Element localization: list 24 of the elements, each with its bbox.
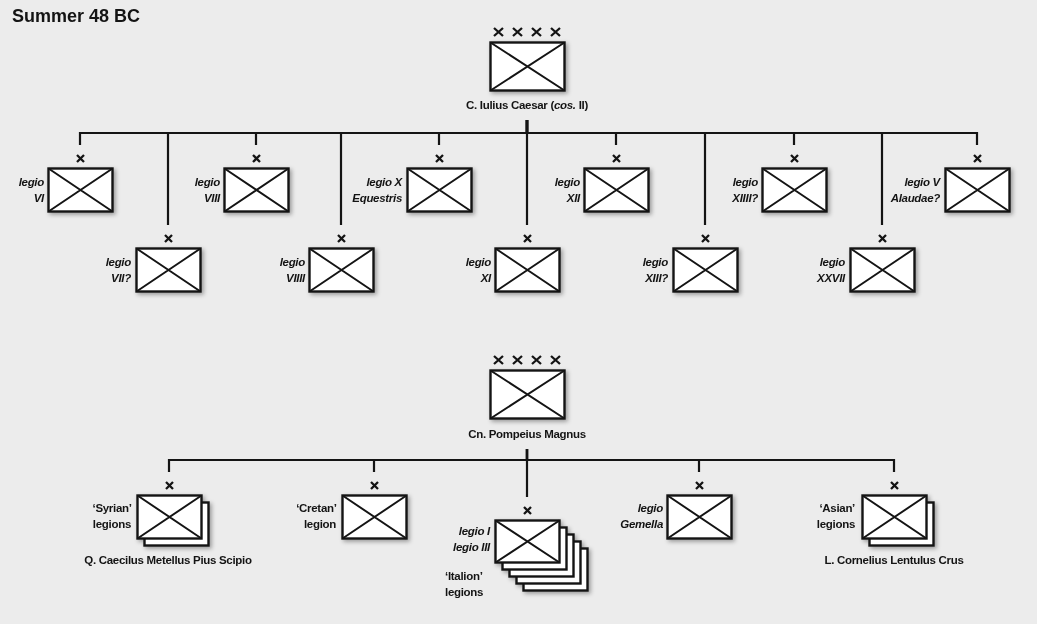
unit-label: legio XI <box>465 255 491 286</box>
unit-label: legio VII? <box>105 255 131 286</box>
unit-label: legio XXVII <box>817 255 845 286</box>
unit-label: legio X Equestris <box>352 175 402 206</box>
diagram-title: Summer 48 BC <box>12 6 141 27</box>
unit-label: legio Gemella <box>620 501 663 532</box>
unit-label: legio XIII? <box>642 255 668 286</box>
unit-label: legio VI <box>18 175 44 206</box>
commander-name: Q. Caecilus Metellus Pius Scipio <box>84 553 252 568</box>
unit-label: ‘Syrian’ legions <box>92 501 131 532</box>
unit-label: legio XIIII? <box>732 175 758 206</box>
commander-name: C. Iulius Caesar (cos. II) <box>466 98 588 113</box>
unit-label: legio XII <box>554 175 580 206</box>
unit-label: legio VIIII <box>279 255 305 286</box>
unit-label: ‘Asian’ legions <box>816 501 855 532</box>
commander-name: L. Cornelius Lentulus Crus <box>824 553 964 568</box>
connector-line <box>525 449 896 472</box>
unit-label: ‘Cretan’ legion <box>296 501 336 532</box>
unit-label: ‘Italion’ legions <box>445 569 484 600</box>
unit-label: legio VIII <box>194 175 220 206</box>
commander-name: Cn. Pompeius Magnus <box>468 427 586 442</box>
unit-label: legio V Alaudae? <box>890 175 940 206</box>
connector-line <box>525 120 884 225</box>
unit-label: legio I legio III <box>452 524 490 555</box>
